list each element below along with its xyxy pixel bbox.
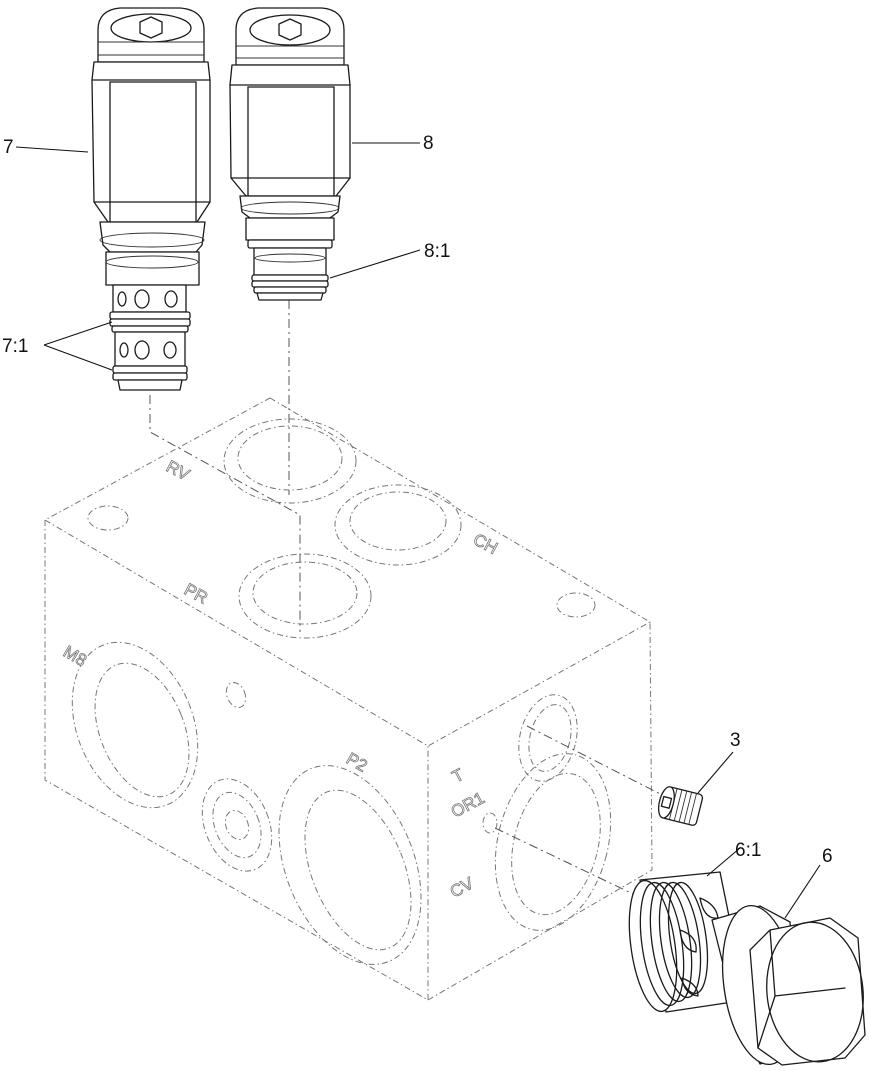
- cartridge-valve-6: [628, 871, 866, 1066]
- callout-6: 6: [822, 846, 833, 867]
- callout-3: 3: [730, 730, 741, 751]
- small-port-hole: [225, 681, 247, 709]
- callout-7: 7: [3, 137, 14, 158]
- manifold-block: RV CH PR M8 P2 T OR1 CV: [43, 397, 653, 1001]
- port-label-p2: P2: [343, 749, 371, 776]
- port-ch-cavity: [334, 484, 462, 566]
- or1-orifice: [482, 812, 498, 834]
- mounting-hole-right: [556, 592, 596, 618]
- callout-7-1: 7:1: [2, 336, 28, 357]
- port-p2-cavity: [278, 765, 422, 965]
- cartridge-valve-7: [91, 7, 211, 391]
- port-rv-cavity: [223, 418, 357, 504]
- port-label-cv: CV: [447, 873, 477, 901]
- port-label-or1: OR1: [448, 788, 488, 821]
- callout-6-1: 6:1: [735, 840, 761, 861]
- port-label-rv: RV: [163, 457, 193, 485]
- leader-lines: [15, 142, 821, 919]
- plug-3: [657, 786, 704, 826]
- port-label-ch: CH: [470, 530, 501, 558]
- plugged-port: [201, 778, 273, 872]
- port-cv-cavity: [494, 753, 612, 931]
- port-pr-cavity: [238, 553, 372, 639]
- cartridge-valve-8: [229, 7, 351, 301]
- callout-8: 8: [423, 133, 434, 154]
- port-label-m8: M8: [60, 642, 90, 670]
- hex-socket-icon: [139, 16, 163, 39]
- callout-8-1: 8:1: [424, 241, 450, 262]
- port-m8-cavity: [71, 641, 199, 809]
- hex-socket-icon: [278, 18, 302, 41]
- mounting-hole-left: [87, 505, 129, 531]
- port-label-t: T: [449, 765, 467, 787]
- assembly-centerlines: [149, 300, 673, 903]
- port-t-cavity: [518, 694, 578, 782]
